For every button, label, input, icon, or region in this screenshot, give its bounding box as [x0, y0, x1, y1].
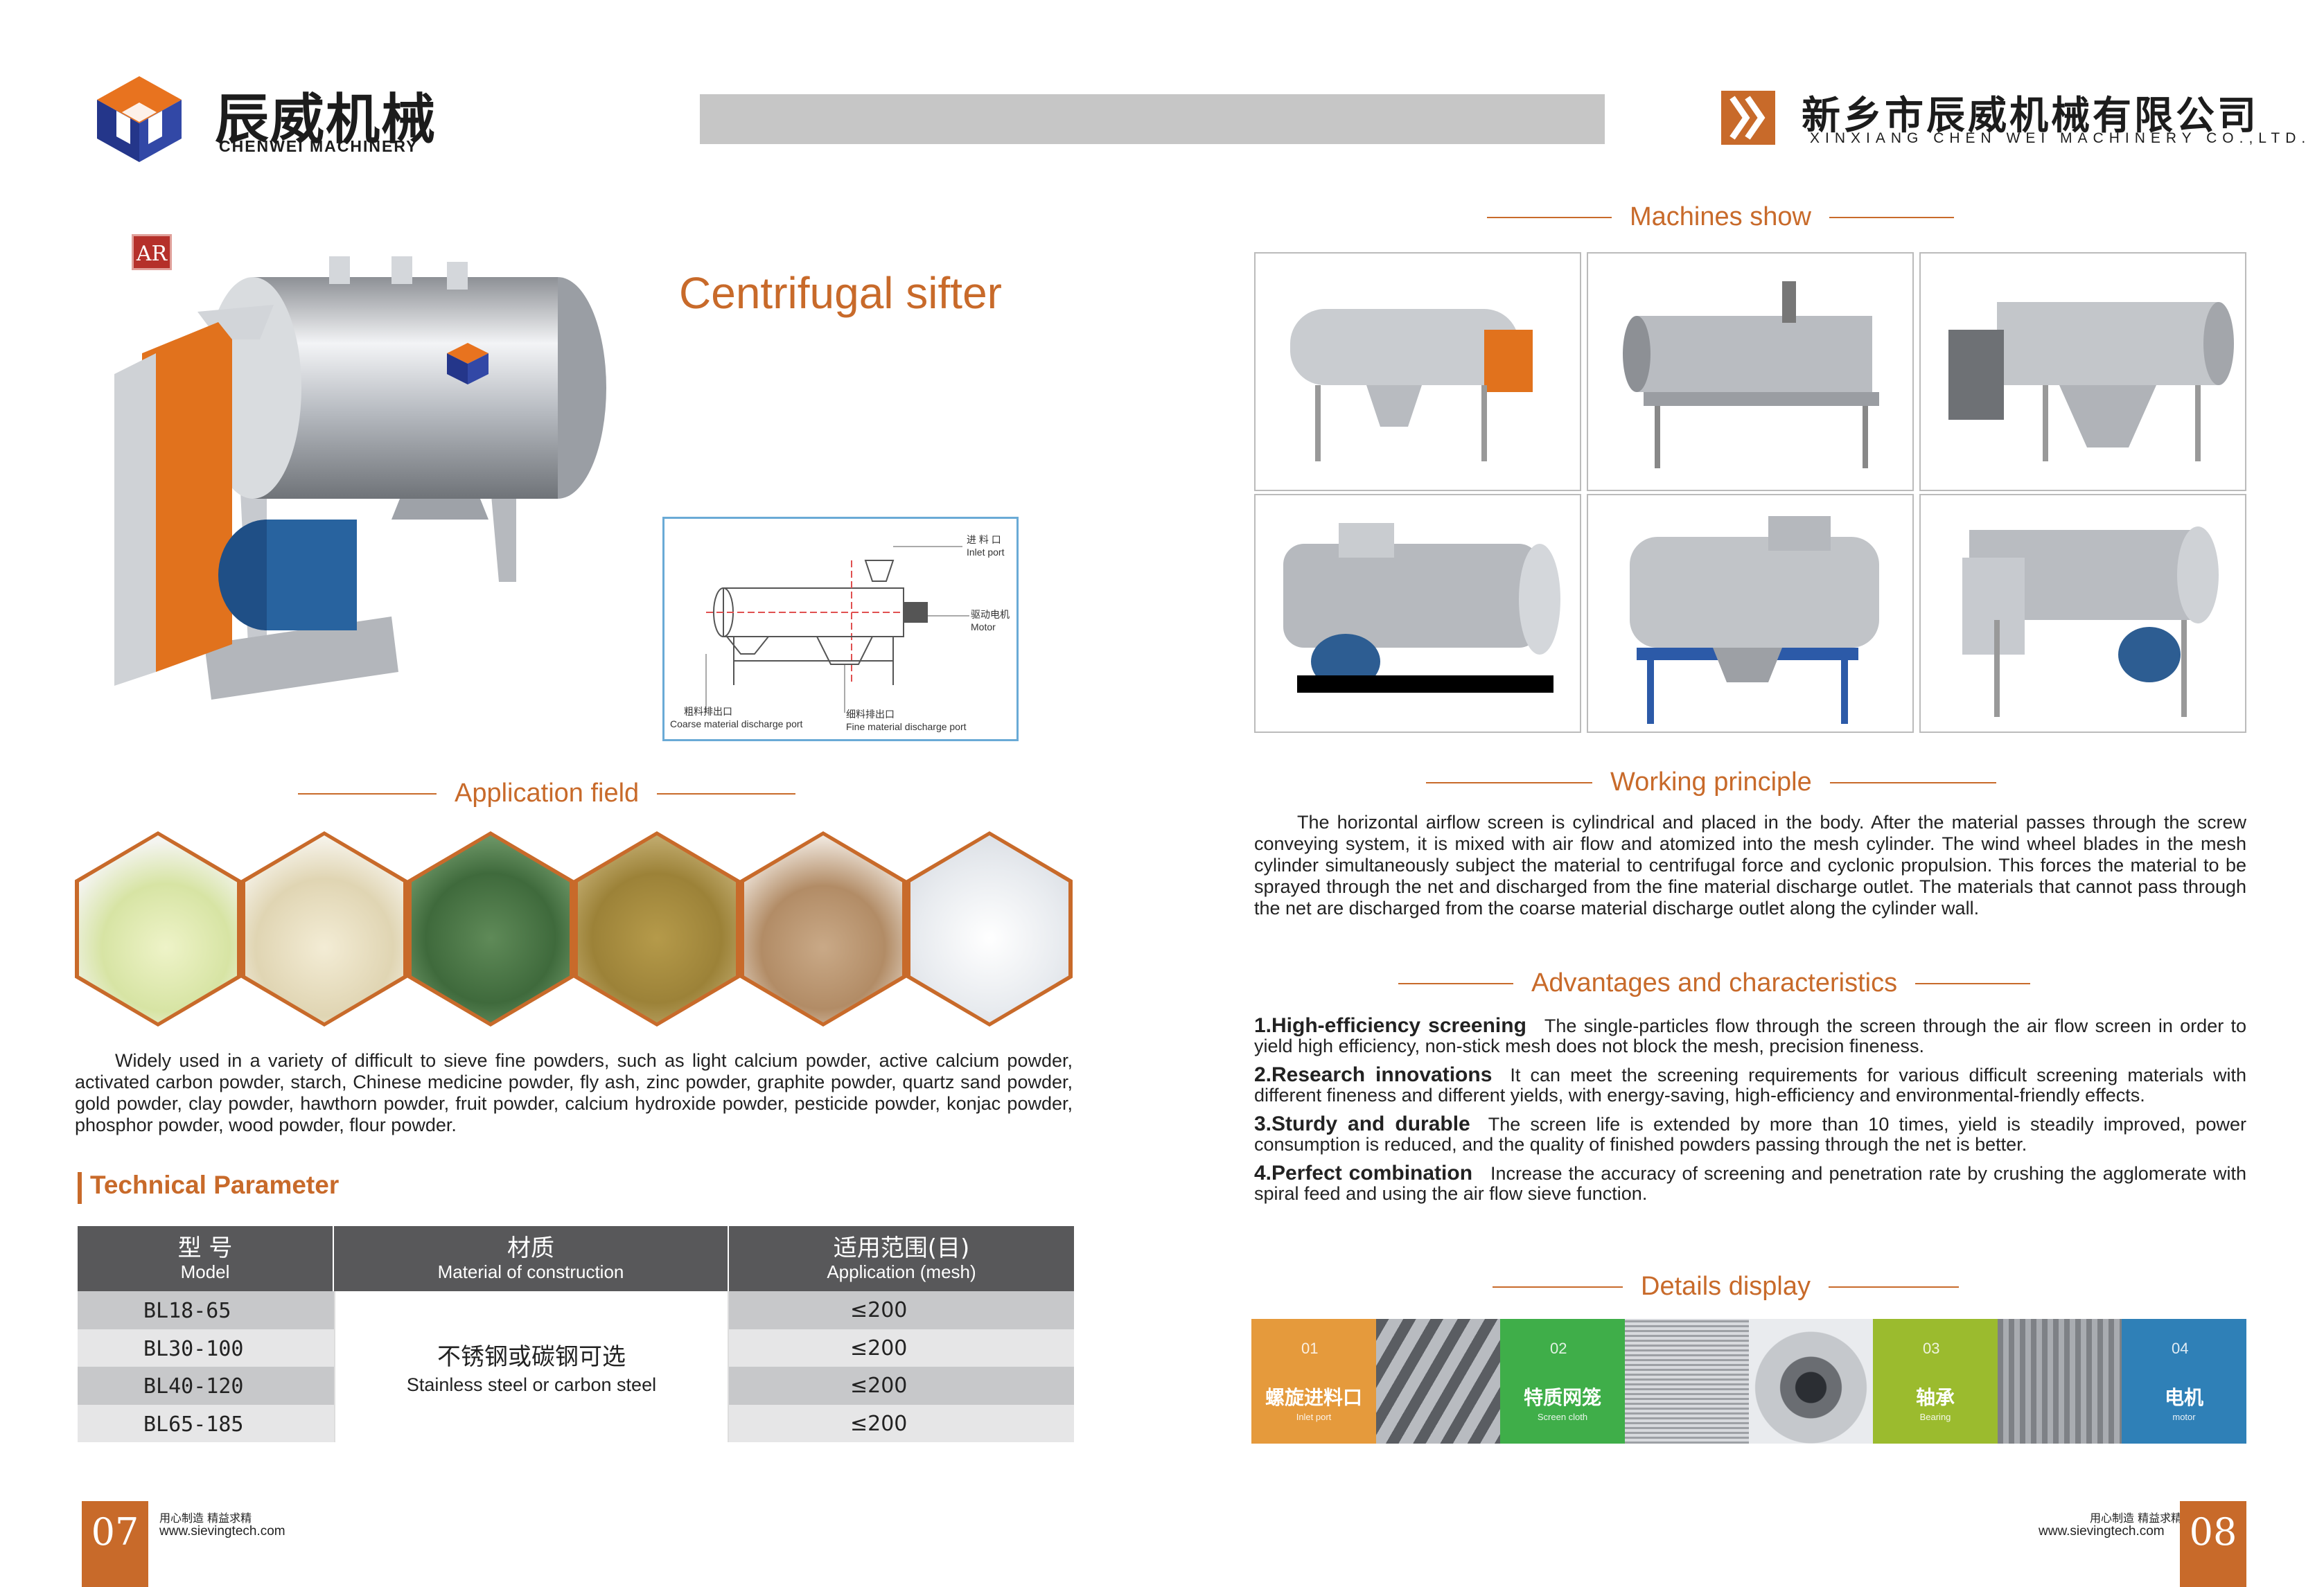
diagram-label-coarse-en: Coarse material discharge port: [670, 718, 803, 729]
detail-tile-screen: 02 特质网笼 Screen cloth: [1500, 1319, 1625, 1444]
machine-photo: [1587, 252, 1914, 491]
powder-image: [241, 831, 407, 1027]
diagram-label-motor-en: Motor: [971, 621, 996, 632]
page-title: Centrifugal sifter: [679, 268, 1002, 318]
working-heading: Working principle: [1426, 768, 1996, 797]
company-name-cn: 新乡市辰威机械有限公司: [1802, 93, 2259, 139]
tech-heading-bar: [78, 1172, 82, 1204]
footer-url-left[interactable]: www.sievingtech.com: [159, 1524, 285, 1539]
company-name-en: XINXIANG CHEN WEI MACHINERY CO.,LTD.: [1810, 130, 2312, 146]
detail-tile-bearing: 03 轴承 Bearing: [1873, 1319, 1998, 1444]
detail-tile-inlet: 01 螺旋进料口 Inlet port: [1251, 1319, 1376, 1444]
diagram-label-motor-cn: 驱动电机: [971, 609, 1010, 620]
detail-photo-bearing-housing: [1749, 1319, 1873, 1444]
application-heading: Application field: [298, 779, 796, 808]
detail-photo-mesh: [1625, 1319, 1749, 1444]
diagram-label-fine-en: Fine material discharge port: [846, 721, 967, 732]
table-header: 型 号 Model 材质 Material of construction 适用…: [78, 1226, 1074, 1291]
col-model: 型 号 Model: [78, 1226, 334, 1291]
diagram-label-inlet-cn: 进 料 口: [967, 534, 1001, 545]
brand-name-cn: 辰威机械: [215, 89, 437, 151]
machine-photo: [1919, 252, 2246, 491]
machines-gallery: [1254, 252, 2246, 733]
material-cell: 不锈钢或碳钢可选 Stainless steel or carbon steel: [334, 1291, 729, 1442]
ar-badge[interactable]: AR: [132, 234, 172, 270]
structure-diagram: 进 料 口 Inlet port 驱动电机 Motor 粗料排出口 Coarse…: [662, 517, 1019, 741]
col-material: 材质 Material of construction: [334, 1226, 729, 1291]
chenwei-logo-icon: [97, 76, 182, 162]
col-application: 适用范围(目) Application (mesh): [827, 1234, 976, 1282]
detail-photo-motor: [1998, 1319, 2122, 1444]
powder-image: [740, 831, 906, 1027]
chevron-icon: [1721, 91, 1775, 145]
diagram-label-coarse-cn: 粗料排出口: [684, 706, 732, 717]
footer-slogan-left: 用心制造 精益求精: [159, 1511, 252, 1525]
powder-image: [574, 831, 740, 1027]
page-number-left: 07: [82, 1501, 148, 1587]
powder-image: [407, 831, 574, 1027]
detail-tile-motor: 04 电机 motor: [2122, 1319, 2246, 1444]
powder-image: [906, 831, 1073, 1027]
machine-photo: [1254, 252, 1581, 491]
header-bar: [700, 94, 1605, 144]
tech-heading: Technical Parameter: [90, 1171, 340, 1199]
centrifugal-sifter-photo: [114, 256, 606, 700]
brand-name-en: CHENWEI MACHINERY: [219, 137, 419, 155]
machine-photo: [1587, 494, 1914, 733]
details-strip: 01 螺旋进料口 Inlet port 02 特质网笼 Screen cloth…: [1251, 1319, 2246, 1444]
parameter-table: 型 号 Model 材质 Material of construction 适用…: [78, 1226, 1074, 1442]
diagram-label-fine-cn: 细料排出口: [846, 709, 895, 720]
diagram-label-inlet-en: Inlet port: [967, 547, 1005, 558]
advantages-heading: Advantages and characteristics: [1398, 968, 2031, 998]
powder-gallery: [75, 831, 1073, 1027]
detail-photo-screw: [1376, 1319, 1500, 1444]
page-number-right: 08: [2180, 1501, 2246, 1587]
working-text: The horizontal airflow screen is cylindr…: [1254, 812, 2246, 919]
details-heading: Details display: [1493, 1272, 1959, 1302]
machines-heading: Machines show: [1487, 202, 1954, 232]
footer-url-right[interactable]: www.sievingtech.com: [2039, 1524, 2165, 1539]
machine-photo: [1254, 494, 1581, 733]
footer-slogan-right: 用心制造 精益求精: [2090, 1511, 2183, 1525]
powder-image: [75, 831, 241, 1027]
machine-photo: [1919, 494, 2246, 733]
application-text: Widely used in a variety of difficult to…: [75, 1050, 1073, 1135]
